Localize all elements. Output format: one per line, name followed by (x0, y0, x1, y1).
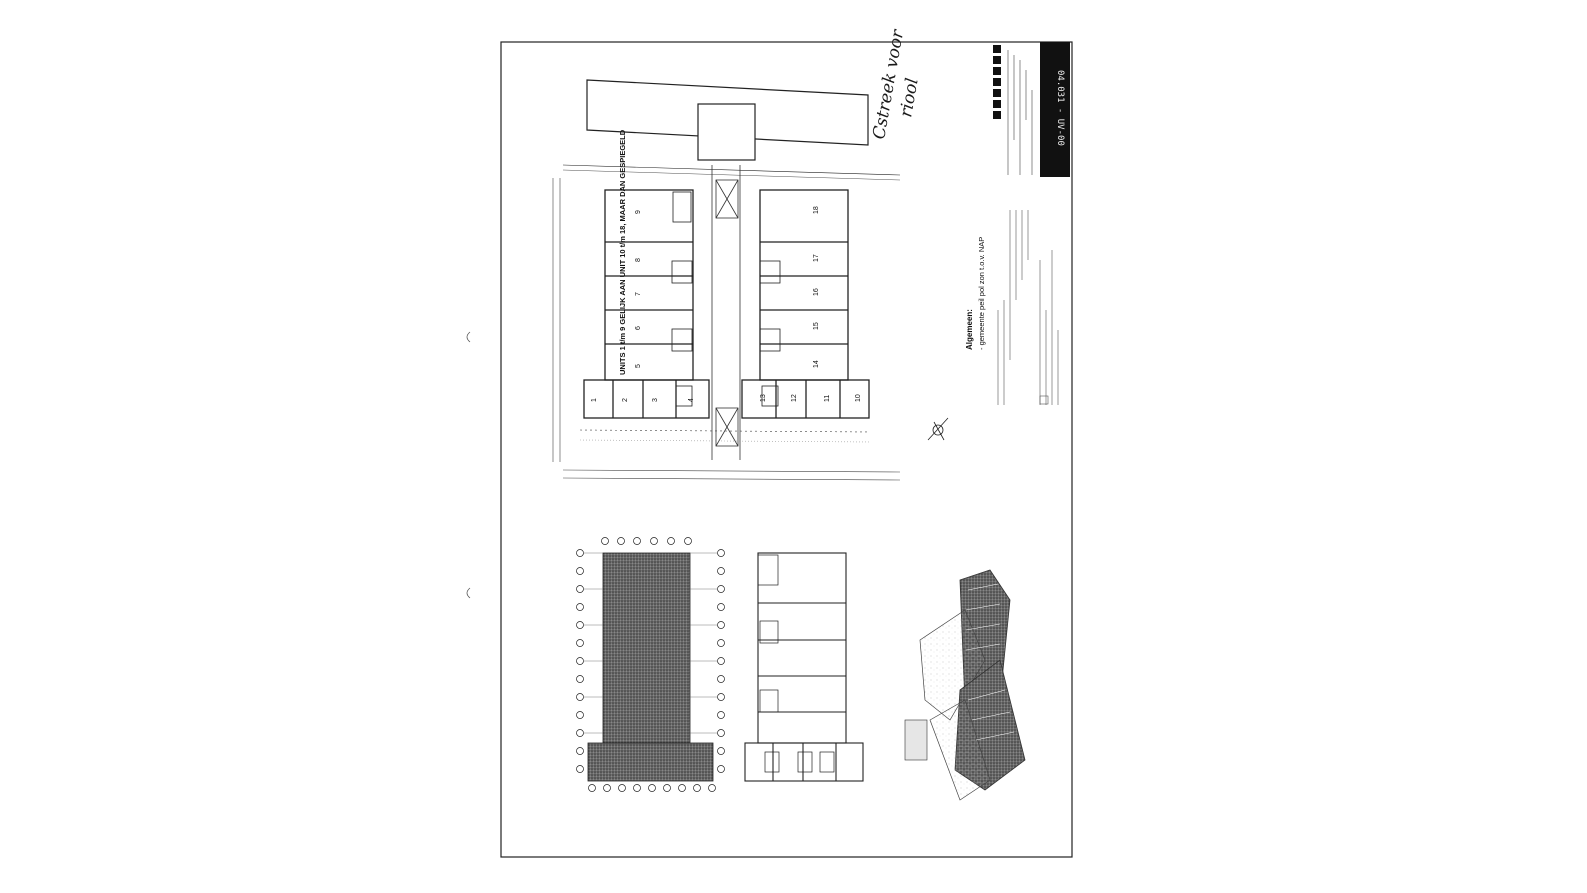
north-arrow-icon (927, 417, 949, 441)
site-dimension-lines (552, 178, 901, 481)
handwritten-note-line2: riool (896, 77, 923, 119)
site-driveway (711, 165, 741, 460)
site-plan-left-building (583, 189, 710, 419)
title-block-logo (993, 45, 1001, 119)
unit-label-16: 16 (813, 288, 820, 296)
legend-block (997, 210, 1059, 405)
unit-label-14: 14 (813, 360, 820, 368)
axonometric-view (904, 569, 1026, 801)
unit-label-7: 7 (635, 292, 642, 296)
unit-label-10: 10 (855, 394, 862, 402)
title-block-text (1007, 50, 1033, 175)
unit-label-12: 12 (791, 394, 798, 402)
unit-label-13: 13 (760, 394, 767, 402)
title-block-number: 04.031 - UV-00 (1055, 70, 1065, 146)
sheet-border (500, 41, 1073, 858)
neighbour-parcel (562, 79, 901, 181)
grid-plan (587, 552, 714, 782)
unit-floor-plan (744, 552, 864, 782)
unit-label-9: 9 (635, 210, 642, 214)
unit-label-6: 6 (635, 326, 642, 330)
general-note: - gemeente peil pol zon t.o.v. NAP (977, 237, 986, 350)
site-plan-note: UNITS 1 t/m 9 GELIJK AAN UNIT 10 t/m 18,… (618, 129, 627, 375)
unit-label-3: 3 (652, 398, 659, 402)
general-heading: Algemeen: (965, 309, 974, 350)
unit-label-1: 1 (591, 398, 598, 402)
site-unit-labels: 1 2 3 4 5 6 7 8 9 13 12 11 10 14 15 16 1… (591, 206, 862, 402)
title-block-strip (1040, 42, 1070, 177)
unit-label-5: 5 (635, 364, 642, 368)
grid-axis-lines (584, 552, 717, 734)
site-plan-right-building (741, 189, 870, 419)
handwritten-note: Cstreek voor riool (869, 28, 923, 141)
unit-label-17: 17 (813, 254, 820, 262)
unit-label-15: 15 (813, 322, 820, 330)
unit-label-8: 8 (635, 258, 642, 262)
unit-label-11: 11 (824, 395, 831, 402)
binder-marks (466, 331, 471, 599)
unit-label-2: 2 (622, 398, 629, 402)
unit-label-4: 4 (688, 398, 695, 402)
unit-label-18: 18 (813, 206, 820, 214)
grid-axis-bubbles (576, 537, 725, 792)
